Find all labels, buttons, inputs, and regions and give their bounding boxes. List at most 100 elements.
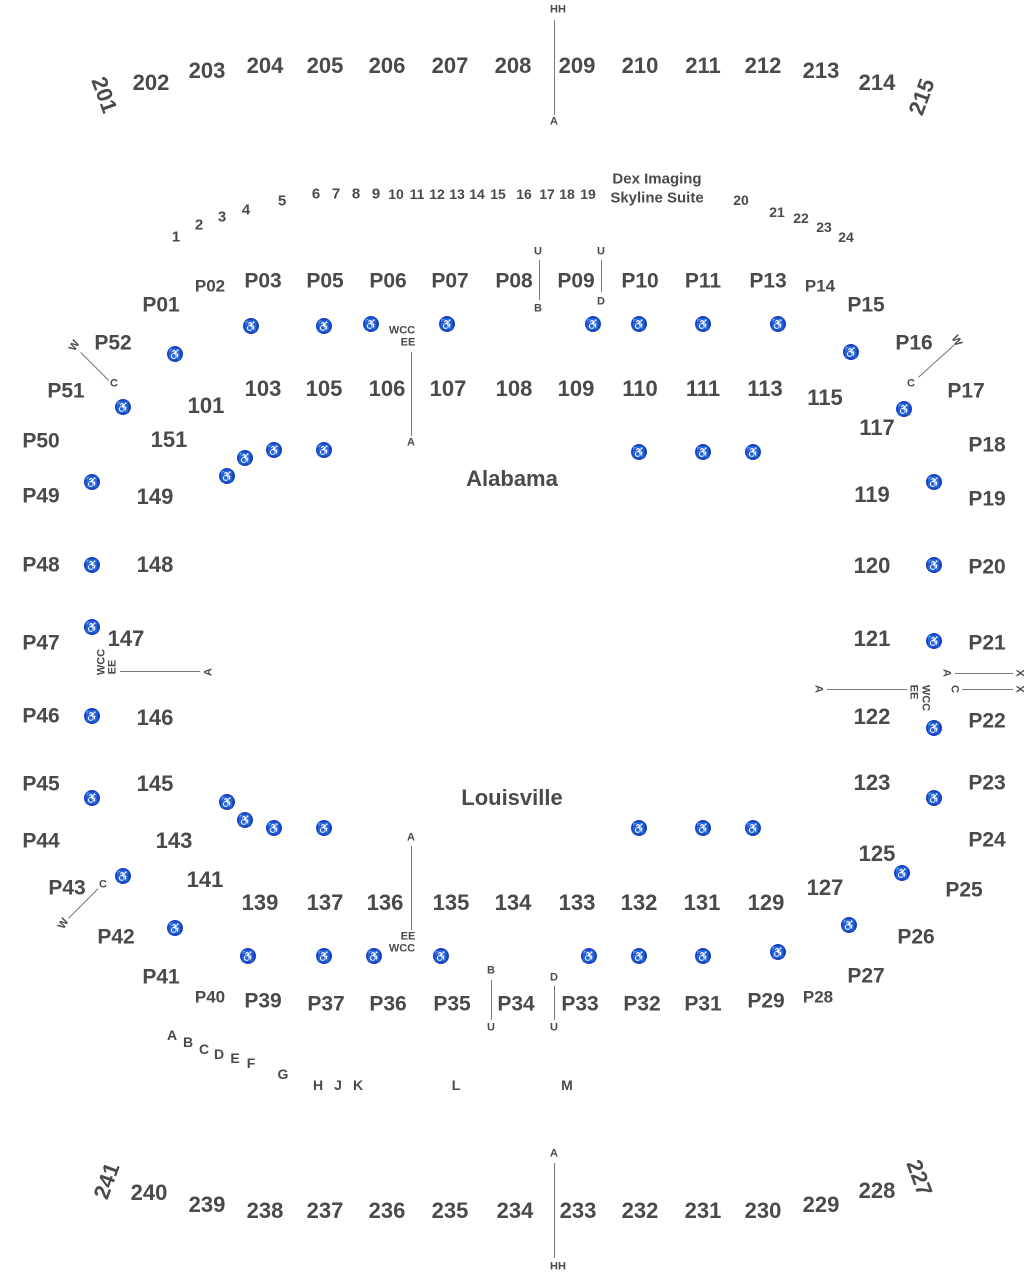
section-127[interactable]: 127 bbox=[806, 875, 844, 900]
box-1[interactable]: 1 bbox=[171, 228, 181, 246]
section-232[interactable]: 232 bbox=[621, 1198, 659, 1223]
section-203[interactable]: 203 bbox=[188, 58, 226, 83]
section-p26[interactable]: P26 bbox=[897, 925, 935, 949]
section-115[interactable]: 115 bbox=[807, 385, 843, 410]
box-24[interactable]: 24 bbox=[838, 229, 854, 245]
box-8[interactable]: 8 bbox=[351, 185, 361, 203]
section-p31[interactable]: P31 bbox=[684, 992, 722, 1016]
section-122[interactable]: 122 bbox=[853, 704, 891, 729]
section-p07[interactable]: P07 bbox=[431, 269, 469, 293]
section-p35[interactable]: P35 bbox=[433, 992, 471, 1016]
section-137[interactable]: 137 bbox=[306, 890, 344, 915]
box-22[interactable]: 22 bbox=[793, 210, 809, 226]
section-149[interactable]: 149 bbox=[136, 484, 174, 509]
section-p21[interactable]: P21 bbox=[968, 631, 1006, 655]
box-5[interactable]: 5 bbox=[277, 192, 287, 210]
section-p03[interactable]: P03 bbox=[244, 269, 282, 293]
box-6[interactable]: 6 bbox=[311, 185, 321, 203]
section-p10[interactable]: P10 bbox=[621, 269, 659, 293]
box-21[interactable]: 21 bbox=[769, 204, 785, 220]
section-234[interactable]: 234 bbox=[496, 1198, 534, 1223]
box-20[interactable]: 20 bbox=[733, 192, 749, 208]
section-p42[interactable]: P42 bbox=[97, 925, 135, 949]
section-123[interactable]: 123 bbox=[853, 770, 891, 795]
section-p48[interactable]: P48 bbox=[22, 553, 60, 577]
section-109[interactable]: 109 bbox=[557, 376, 595, 401]
section-107[interactable]: 107 bbox=[429, 376, 467, 401]
section-233[interactable]: 233 bbox=[559, 1198, 597, 1223]
section-213[interactable]: 213 bbox=[802, 58, 840, 83]
section-139[interactable]: 139 bbox=[241, 890, 279, 915]
box-2[interactable]: 2 bbox=[194, 216, 204, 234]
section-110[interactable]: 110 bbox=[622, 376, 658, 401]
section-p02[interactable]: P02 bbox=[194, 276, 226, 296]
section-p33[interactable]: P33 bbox=[561, 992, 599, 1016]
section-p14[interactable]: P14 bbox=[804, 276, 836, 296]
section-p11[interactable]: P11 bbox=[684, 269, 722, 293]
section-p29[interactable]: P29 bbox=[747, 989, 785, 1013]
section-240[interactable]: 240 bbox=[130, 1180, 168, 1205]
section-125[interactable]: 125 bbox=[858, 841, 896, 866]
section-108[interactable]: 108 bbox=[495, 376, 533, 401]
section-239[interactable]: 239 bbox=[188, 1192, 226, 1217]
box-12[interactable]: 12 bbox=[429, 186, 445, 202]
section-131[interactable]: 131 bbox=[683, 890, 721, 915]
section-148[interactable]: 148 bbox=[136, 552, 174, 577]
box-9[interactable]: 9 bbox=[371, 185, 381, 203]
section-p08[interactable]: P08 bbox=[495, 269, 533, 293]
box-15[interactable]: 15 bbox=[490, 186, 506, 202]
box-7[interactable]: 7 bbox=[331, 185, 341, 203]
section-p17[interactable]: P17 bbox=[947, 379, 985, 403]
section-p51[interactable]: P51 bbox=[47, 379, 85, 403]
section-211[interactable]: 211 bbox=[685, 53, 721, 78]
section-p39[interactable]: P39 bbox=[244, 989, 282, 1013]
section-p34[interactable]: P34 bbox=[497, 992, 535, 1016]
section-p46[interactable]: P46 bbox=[22, 704, 60, 728]
section-209[interactable]: 209 bbox=[558, 53, 596, 78]
box-13[interactable]: 13 bbox=[449, 186, 465, 202]
section-147[interactable]: 147 bbox=[107, 626, 145, 651]
section-p32[interactable]: P32 bbox=[623, 992, 661, 1016]
section-120[interactable]: 120 bbox=[853, 553, 891, 578]
box-23[interactable]: 23 bbox=[816, 219, 832, 235]
section-p50[interactable]: P50 bbox=[22, 429, 60, 453]
section-201[interactable]: 201 bbox=[86, 73, 123, 117]
section-206[interactable]: 206 bbox=[368, 53, 406, 78]
section-208[interactable]: 208 bbox=[494, 53, 532, 78]
section-117[interactable]: 117 bbox=[859, 415, 895, 440]
section-143[interactable]: 143 bbox=[155, 828, 193, 853]
section-113[interactable]: 113 bbox=[747, 376, 783, 401]
section-207[interactable]: 207 bbox=[431, 53, 469, 78]
box-3[interactable]: 3 bbox=[217, 208, 227, 226]
box-17[interactable]: 17 bbox=[539, 186, 555, 202]
box-16[interactable]: 16 bbox=[516, 186, 532, 202]
section-p20[interactable]: P20 bbox=[968, 555, 1006, 579]
box-10[interactable]: 10 bbox=[388, 186, 404, 202]
section-106[interactable]: 106 bbox=[368, 376, 406, 401]
section-237[interactable]: 237 bbox=[306, 1198, 344, 1223]
section-212[interactable]: 212 bbox=[744, 53, 782, 78]
section-p41[interactable]: P41 bbox=[142, 965, 180, 989]
section-p05[interactable]: P05 bbox=[306, 269, 344, 293]
section-141[interactable]: 141 bbox=[186, 867, 224, 892]
box-14[interactable]: 14 bbox=[469, 186, 485, 202]
section-p15[interactable]: P15 bbox=[847, 293, 885, 317]
section-215[interactable]: 215 bbox=[903, 75, 940, 119]
section-p47[interactable]: P47 bbox=[22, 631, 60, 655]
section-230[interactable]: 230 bbox=[744, 1198, 782, 1223]
section-p24[interactable]: P24 bbox=[968, 828, 1006, 852]
section-241[interactable]: 241 bbox=[88, 1159, 125, 1203]
section-p49[interactable]: P49 bbox=[22, 484, 60, 508]
section-134[interactable]: 134 bbox=[494, 890, 532, 915]
section-146[interactable]: 146 bbox=[136, 705, 174, 730]
section-235[interactable]: 235 bbox=[431, 1198, 469, 1223]
section-p09[interactable]: P09 bbox=[557, 269, 595, 293]
box-11[interactable]: 11 bbox=[409, 186, 425, 202]
section-p40[interactable]: P40 bbox=[194, 987, 226, 1007]
section-p43[interactable]: P43 bbox=[48, 876, 86, 900]
section-p36[interactable]: P36 bbox=[369, 992, 407, 1016]
section-p45[interactable]: P45 bbox=[22, 772, 60, 796]
section-p22[interactable]: P22 bbox=[968, 709, 1006, 733]
box-4[interactable]: 4 bbox=[241, 201, 251, 219]
section-121[interactable]: 121 bbox=[853, 626, 891, 651]
